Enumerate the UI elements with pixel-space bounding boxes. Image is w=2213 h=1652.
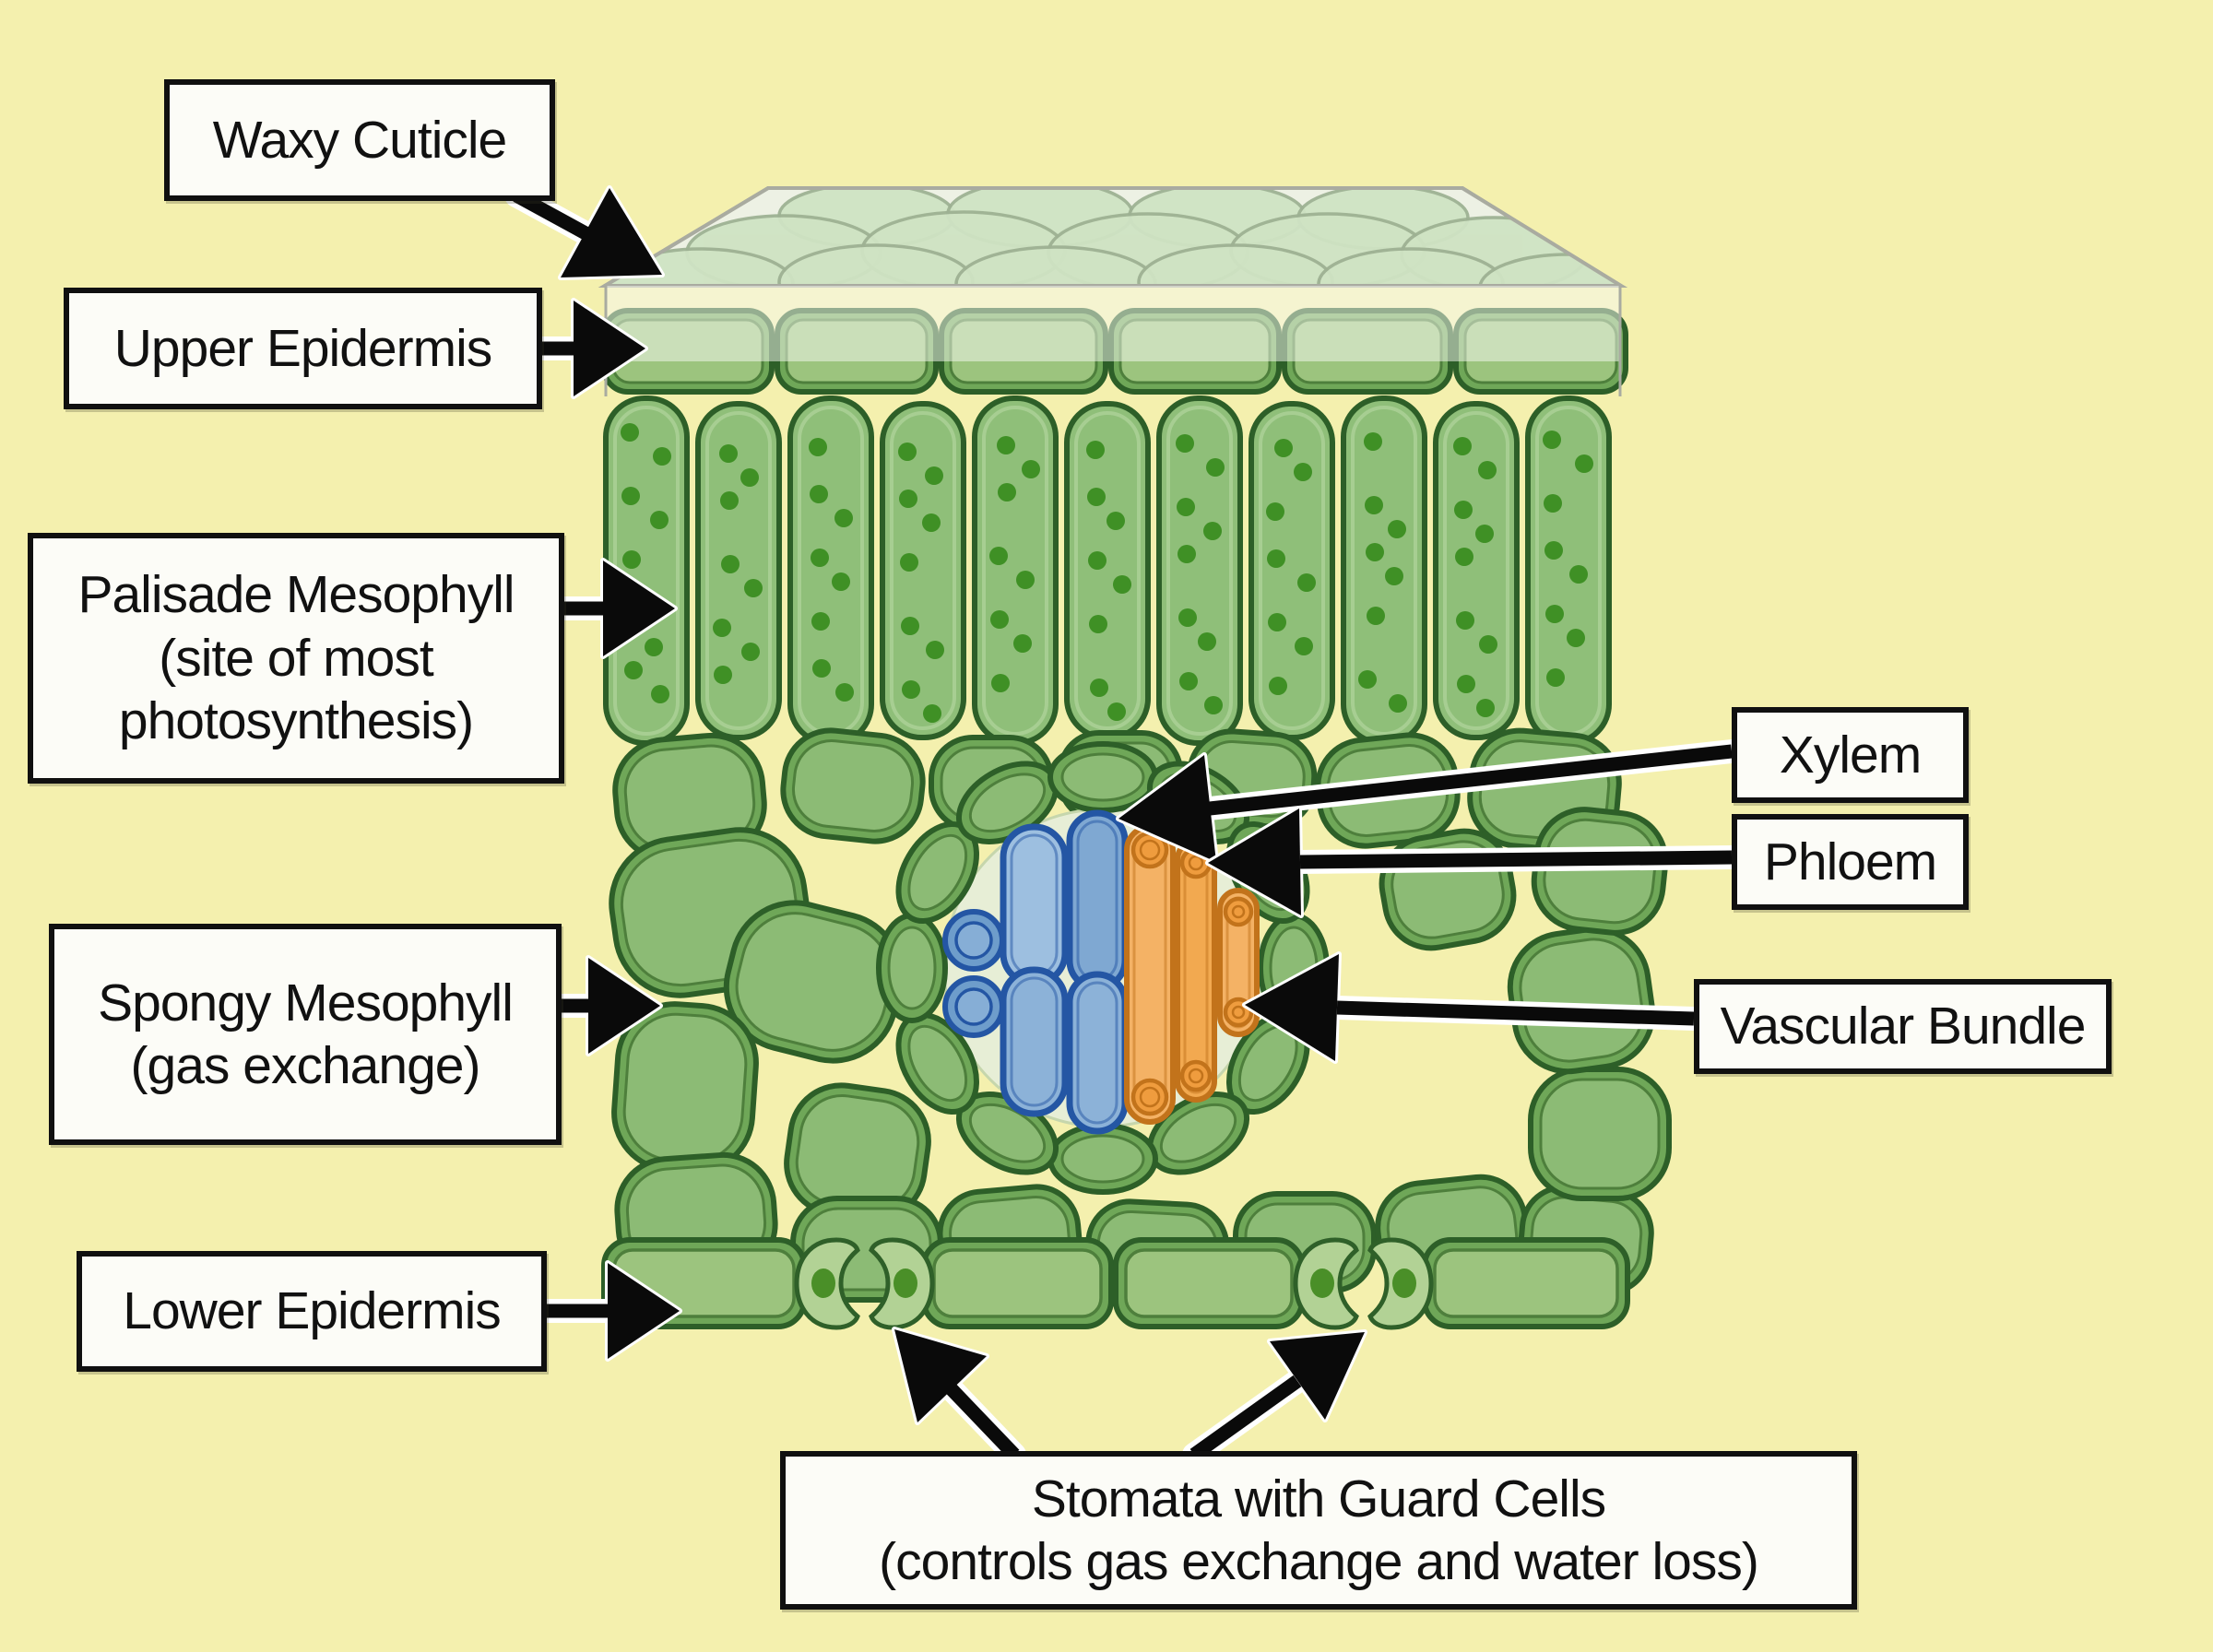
label-upper-epidermis: Upper Epidermis	[64, 288, 542, 409]
label-text: (site of most	[159, 628, 433, 688]
label-text: Palisade Mesophyll	[77, 565, 515, 625]
label-text: Vascular Bundle	[1720, 997, 2087, 1056]
label-text: Phloem	[1763, 832, 1937, 891]
upper-epidermis-arrow	[530, 298, 648, 399]
palisade-mesophyll-layer	[603, 395, 1612, 746]
lower-epidermis-layer	[601, 1237, 1630, 1330]
label-text: Spongy Mesophyll	[98, 973, 514, 1032]
palisade-arrow	[552, 558, 678, 659]
waxy-cuticle-layer	[598, 186, 1628, 288]
label-waxy-cuticle: Waxy Cuticle	[164, 79, 555, 201]
label-phloem: Phloem	[1732, 814, 1969, 910]
vascular-bundle-arrow	[1242, 951, 1706, 1064]
label-vascular-bundle: Vascular Bundle	[1694, 979, 2112, 1074]
cuticle-front-face	[604, 286, 1622, 396]
stomata-left-arrow	[892, 1327, 1026, 1467]
label-stomata-guard-cells: Stomata with Guard Cells (controls gas e…	[780, 1451, 1857, 1610]
label-lower-epidermis: Lower Epidermis	[77, 1251, 547, 1372]
label-text: (gas exchange)	[130, 1036, 481, 1095]
phloem-arrow	[1205, 806, 1744, 918]
waxy-cuticle-arrow	[504, 183, 665, 280]
label-text: Lower Epidermis	[123, 1281, 501, 1341]
lower-epidermis-arrow	[535, 1260, 682, 1362]
label-text: Xylem	[1779, 725, 1922, 785]
spongy-arrow	[550, 955, 663, 1056]
stomata-right-arrow	[1182, 1329, 1367, 1467]
label-text: Stomata with Guard Cells	[1031, 1469, 1606, 1528]
label-text: photosynthesis)	[118, 691, 474, 751]
label-xylem: Xylem	[1732, 707, 1969, 803]
label-palisade-mesophyll: Palisade Mesophyll (site of most photosy…	[28, 533, 564, 784]
pointer-arrows	[504, 183, 1744, 1467]
label-text: Waxy Cuticle	[212, 110, 507, 170]
label-text: (controls gas exchange and water loss)	[879, 1532, 1759, 1591]
xylem-arrow	[1116, 739, 1744, 865]
label-spongy-mesophyll: Spongy Mesophyll (gas exchange)	[49, 924, 562, 1145]
label-text: Upper Epidermis	[113, 318, 492, 378]
